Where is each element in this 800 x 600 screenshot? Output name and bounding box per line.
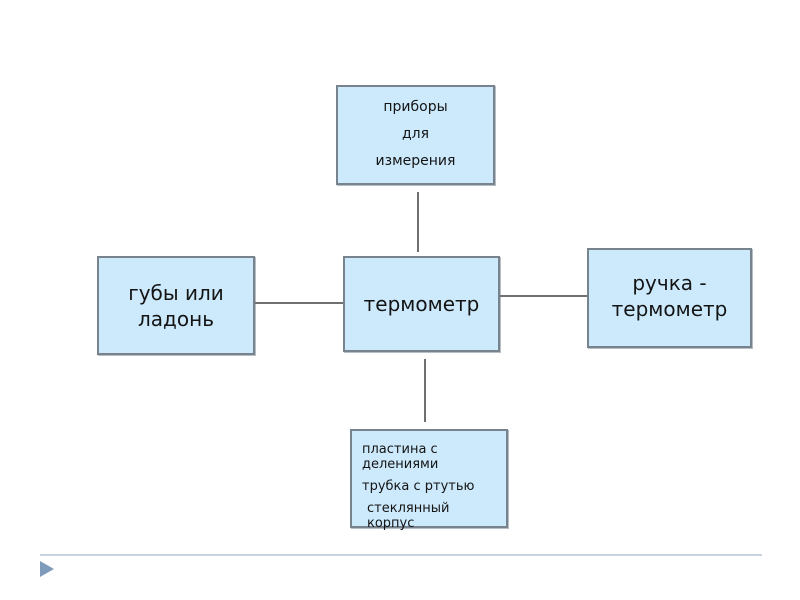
connector-bottom xyxy=(424,359,426,422)
connector-top xyxy=(417,192,419,252)
thermometer-part-item: стеклянный корпус xyxy=(367,501,450,531)
node-thermometer-parts: пластина с делениями трубка с ртутью сте… xyxy=(350,429,508,531)
node-measuring-instruments-line: для xyxy=(401,126,430,142)
node-measuring-instruments: приборы для измерения xyxy=(336,85,495,185)
footer-divider xyxy=(40,554,762,556)
node-thermometer: термометр xyxy=(343,256,500,352)
node-lips-or-palm-line: губы или xyxy=(128,280,224,305)
node-pen-thermometer: ручка - термометр xyxy=(587,248,752,348)
thermometer-part-item: трубка с ртутью xyxy=(362,479,475,494)
node-measuring-instruments-line: измерения xyxy=(375,153,456,169)
connector-left xyxy=(255,302,343,304)
node-lips-or-palm: губы или ладонь xyxy=(97,256,255,355)
bullet-triangle-icon xyxy=(40,561,54,577)
thermometer-part-item: пластина с делениями xyxy=(362,442,439,472)
connector-right xyxy=(500,295,587,297)
node-pen-thermometer-line: ручка - xyxy=(632,271,707,295)
node-thermometer-label: термометр xyxy=(363,292,480,316)
node-measuring-instruments-line: приборы xyxy=(383,99,448,115)
node-lips-or-palm-line: ладонь xyxy=(138,306,214,331)
node-pen-thermometer-line: термометр xyxy=(611,297,728,321)
